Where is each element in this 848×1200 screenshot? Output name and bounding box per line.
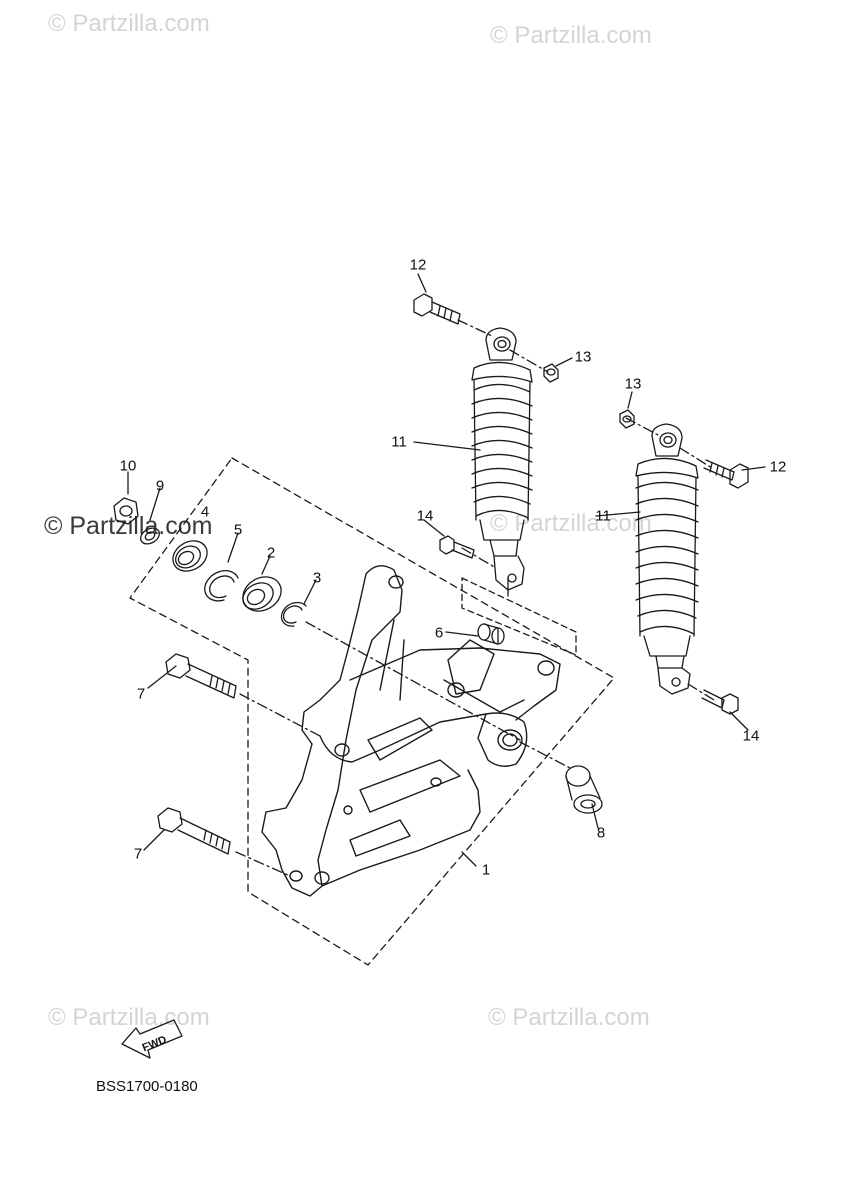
callout-4: 4: [200, 503, 210, 521]
callout-13: 13: [574, 348, 592, 366]
watermark: © Partzilla.com: [44, 512, 213, 540]
part-1-rear-arm: [261, 565, 561, 897]
callout-12: 12: [409, 256, 427, 274]
part-4-oil-seal: [172, 540, 208, 572]
part-9-washer: [140, 527, 160, 545]
part-13-nut-left: [543, 363, 559, 383]
callout-8: 8: [596, 824, 606, 842]
part-12-bolt-right: [703, 459, 749, 489]
part-2-bearing: [242, 576, 282, 612]
watermark: © Partzilla.com: [48, 1004, 210, 1031]
part-8-collar: [565, 765, 603, 814]
part-14-bolt-left: [439, 535, 475, 559]
callout-13: 13: [624, 375, 642, 393]
callout-14: 14: [742, 727, 760, 745]
callout-9: 9: [155, 477, 165, 495]
callout-10: 10: [119, 457, 137, 475]
callout-14: 14: [416, 507, 434, 525]
watermark: © Partzilla.com: [490, 22, 652, 49]
part-5-circlip: [204, 570, 239, 602]
assembly-boundary: [129, 457, 615, 966]
callout-7: 7: [133, 845, 143, 863]
callout-5: 5: [233, 521, 243, 539]
callout-2: 2: [266, 544, 276, 562]
callout-11: 11: [595, 507, 611, 525]
part-6-collar: [477, 623, 505, 645]
part-11-shock-left: [471, 327, 533, 591]
watermark: © Partzilla.com: [488, 1004, 650, 1031]
diagram-code: BSS1700-0180: [96, 1078, 198, 1095]
callout-11: 11: [391, 433, 407, 451]
part-14-bolt-right: [701, 689, 739, 715]
part-11-shock-right: [635, 423, 699, 695]
watermark: © Partzilla.com: [48, 10, 210, 37]
sub-boundary: [461, 577, 577, 656]
fwd-arrow-icon: [121, 1019, 183, 1059]
callout-6: 6: [434, 624, 444, 642]
part-3-circlip: [280, 601, 307, 627]
part-7-bolt-upper: [165, 653, 237, 699]
part-12-bolt-left: [413, 293, 461, 325]
callout-1: 1: [481, 861, 491, 879]
part-13-nut-right: [619, 409, 635, 429]
part-7-bolt-lower: [157, 807, 231, 855]
callout-3: 3: [312, 569, 322, 587]
watermark: © Partzilla.com: [490, 510, 652, 537]
callout-7: 7: [136, 685, 146, 703]
part-10-nut: [113, 497, 139, 525]
callout-12: 12: [769, 458, 787, 476]
